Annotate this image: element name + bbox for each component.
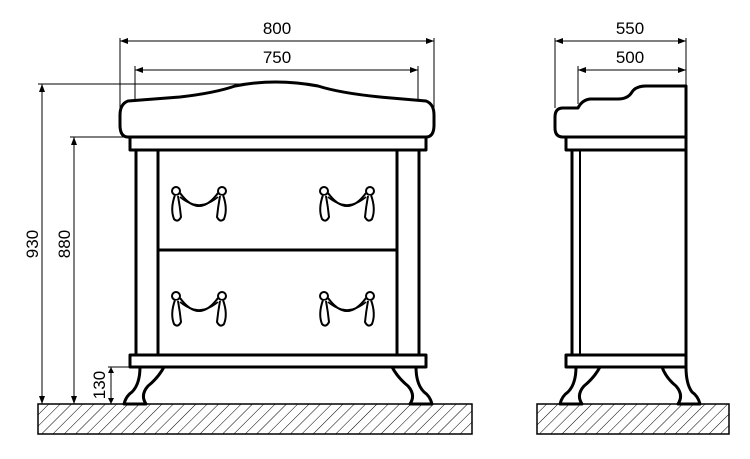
side-view: 550 500 bbox=[536, 19, 730, 435]
front-left-post bbox=[134, 148, 160, 357]
dim-130-label: 130 bbox=[90, 371, 109, 399]
side-front-leg bbox=[558, 365, 602, 406]
front-plinth bbox=[128, 353, 428, 369]
front-counter-base bbox=[128, 135, 428, 152]
front-right-leg bbox=[390, 365, 434, 406]
dim-930-label: 930 bbox=[23, 230, 42, 258]
dim-550-label: 550 bbox=[616, 19, 644, 38]
front-view: 800 750 930 880 130 bbox=[23, 19, 473, 435]
dim-750-label: 750 bbox=[263, 48, 291, 67]
front-countertop bbox=[118, 80, 436, 139]
dim-880-label: 880 bbox=[55, 230, 74, 258]
front-left-leg bbox=[122, 365, 166, 406]
side-countertop bbox=[553, 84, 688, 139]
dim-800-label: 800 bbox=[263, 19, 291, 38]
front-drawer-bottom bbox=[156, 248, 399, 357]
side-body bbox=[570, 148, 688, 357]
dim-500-label: 500 bbox=[616, 48, 644, 67]
front-floor bbox=[37, 403, 473, 435]
side-back-leg bbox=[660, 365, 702, 406]
side-floor bbox=[536, 403, 730, 435]
front-drawer-top bbox=[156, 148, 399, 252]
side-plinth bbox=[564, 353, 688, 369]
side-counter-base bbox=[564, 135, 688, 152]
front-right-post bbox=[395, 148, 421, 357]
